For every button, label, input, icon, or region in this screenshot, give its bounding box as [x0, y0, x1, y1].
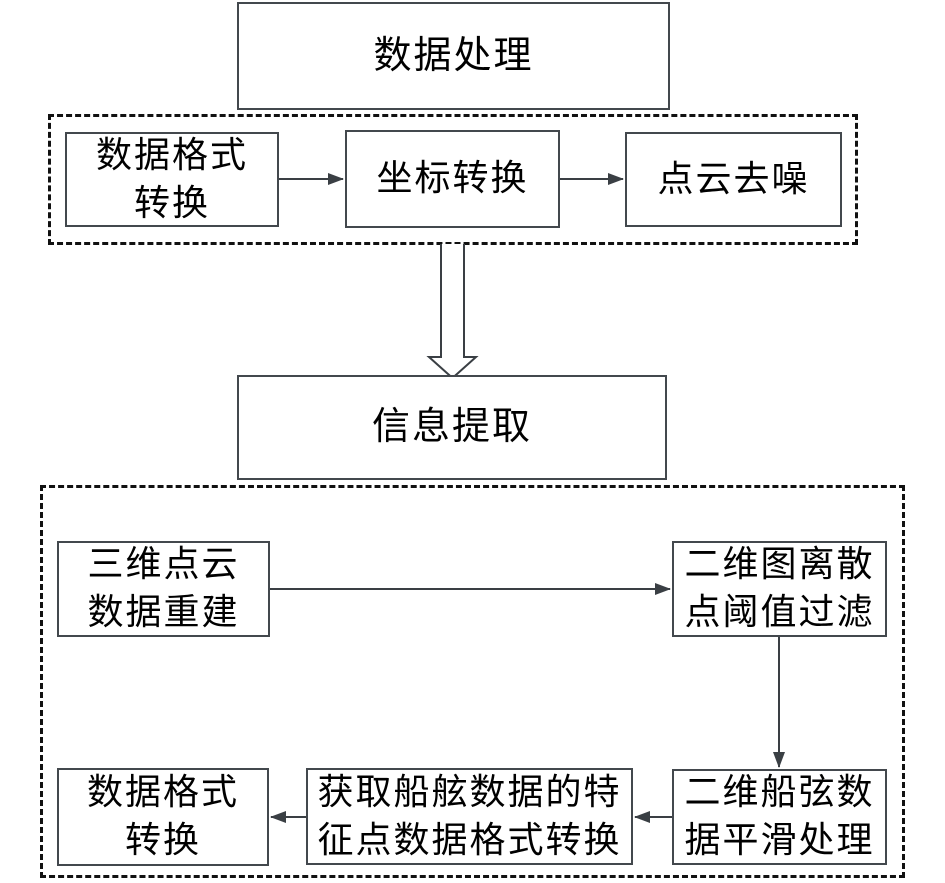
- node-label: 点云去噪: [657, 158, 810, 199]
- node-label: 二维船弦数 据平滑处理: [684, 772, 875, 860]
- node-label: 数据格式 转换: [86, 772, 239, 860]
- node-coordinate-conversion: 坐标转换: [345, 130, 560, 228]
- node-data-processing-title: 数据处理: [237, 2, 670, 110]
- node-label: 数据格式 转换: [95, 134, 248, 223]
- node-point-cloud-denoise: 点云去噪: [625, 132, 842, 227]
- node-2d-chord-smoothing: 二维船弦数 据平滑处理: [672, 769, 887, 865]
- node-label: 获取船舷数据的特 征点数据格式转换: [317, 771, 622, 860]
- node-label: 坐标转换: [376, 158, 529, 199]
- node-label: 信息提取: [371, 406, 532, 449]
- node-feature-point-format-conversion: 获取船舷数据的特 征点数据格式转换: [306, 768, 633, 865]
- node-data-format-conversion-2: 数据格式 转换: [57, 768, 269, 866]
- block-arrow-down-icon: [426, 244, 479, 380]
- node-information-extraction-title: 信息提取: [237, 375, 667, 480]
- node-label: 二维图离散 点阈值过滤: [684, 544, 875, 632]
- node-2d-discrete-threshold-filter: 二维图离散 点阈值过滤: [672, 541, 887, 637]
- node-label: 三维点云 数据重建: [87, 544, 240, 632]
- node-data-format-conversion-1: 数据格式 转换: [65, 132, 279, 227]
- node-3d-pointcloud-reconstruction: 三维点云 数据重建: [57, 541, 270, 637]
- node-label: 数据处理: [373, 34, 534, 77]
- stage2-dashed-group: [40, 485, 905, 878]
- stage1-dashed-group: [48, 114, 858, 245]
